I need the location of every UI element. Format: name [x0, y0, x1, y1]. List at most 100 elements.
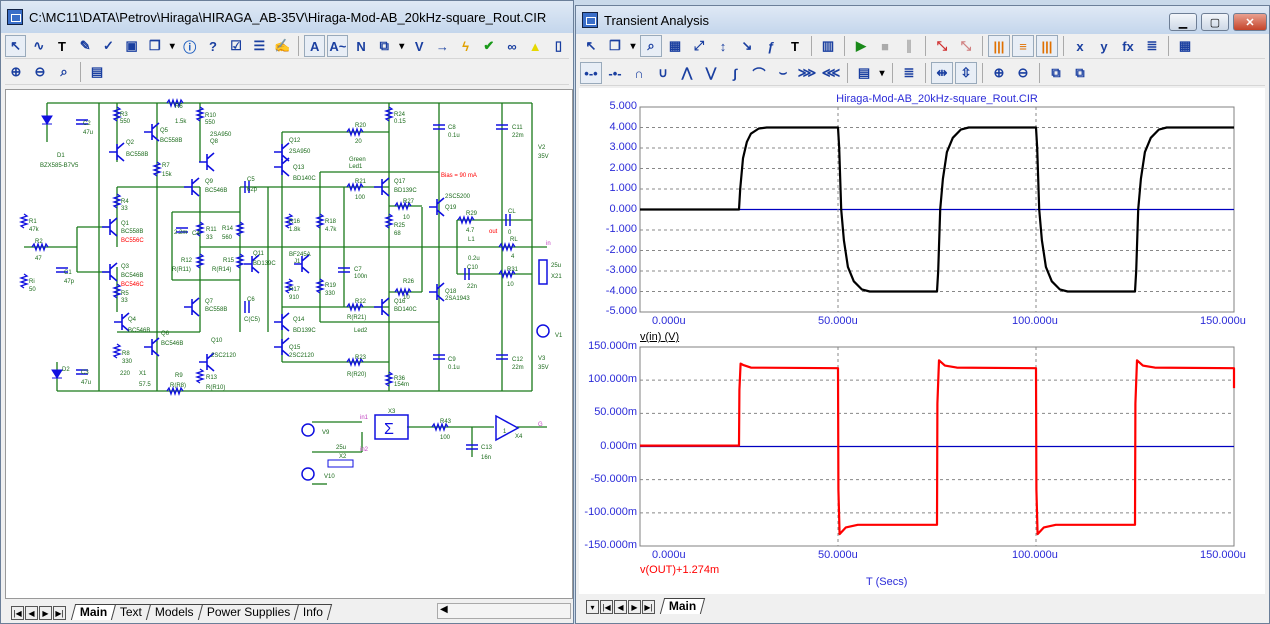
properties-icon[interactable]: ▥ [821, 38, 835, 53]
capacitor-symbol[interactable] [496, 124, 508, 130]
wire-icon[interactable]: ∿ [33, 38, 45, 53]
resistor-symbol[interactable] [234, 253, 246, 269]
zoom-out-icon[interactable]: ⊖ [34, 64, 46, 79]
resistor-symbol[interactable] [346, 356, 364, 368]
current-icon[interactable]: → [435, 38, 449, 54]
wire-draw-icon[interactable]: ✎ [79, 38, 91, 53]
v1-source-icon[interactable] [536, 324, 550, 338]
resistor-symbol[interactable] [166, 385, 184, 397]
tracker-icon[interactable]: ⤢ [693, 38, 705, 53]
warning-icon[interactable]: ▲ [528, 38, 542, 54]
stop-icon[interactable]: ■ [881, 38, 889, 54]
transistor-symbol[interactable] [274, 337, 290, 357]
table-icon[interactable]: ▦ [1178, 38, 1192, 53]
data-points-icon[interactable]: ▦ [668, 38, 682, 53]
paste-icon[interactable]: ⧉ [1075, 65, 1085, 80]
next-point-icon[interactable]: •-• [580, 62, 602, 84]
tab-main[interactable]: Main [70, 604, 117, 620]
resistor-symbol[interactable] [383, 371, 395, 387]
resistor-symbol[interactable] [498, 268, 516, 280]
resistor-symbol[interactable] [314, 213, 326, 229]
capacitor-symbol[interactable] [496, 354, 508, 360]
resistor-symbol[interactable] [194, 253, 206, 269]
next-page-icon[interactable]: ▶ [39, 606, 52, 620]
page-menu-icon[interactable]: ▾ [586, 600, 599, 614]
capacitor-symbol[interactable] [505, 214, 511, 226]
zoom-out-icon[interactable]: ⊖ [1017, 65, 1029, 80]
node-numbers-icon[interactable]: N [356, 38, 366, 54]
transistor-symbol[interactable] [294, 254, 310, 274]
tab-info[interactable]: Info [294, 604, 333, 620]
resistor-symbol[interactable] [431, 421, 449, 433]
bottom-plot-legend[interactable]: v(OUT)+1.274m [640, 564, 720, 576]
tab-power-supplies[interactable]: Power Supplies [197, 604, 300, 620]
capacitor-symbol[interactable] [433, 354, 445, 360]
component-icon[interactable]: ❐ [609, 38, 621, 53]
clipboard-icon[interactable]: ▤ [90, 64, 104, 79]
run-icon[interactable]: ▶ [856, 38, 866, 53]
zoom-in-icon[interactable]: ⊕ [993, 65, 1005, 80]
text-icon[interactable]: T [58, 38, 66, 54]
transistor-symbol[interactable] [184, 177, 200, 197]
help-icon[interactable]: ? [208, 38, 217, 54]
valley-icon[interactable]: ∪ [658, 65, 668, 80]
next-page-icon[interactable]: ▶ [628, 600, 641, 614]
same-x-icon[interactable]: ⇹ [931, 62, 953, 84]
transistor-symbol[interactable] [429, 197, 445, 217]
dropdown-arrow-icon[interactable]: ▾ [399, 40, 405, 52]
resistor-symbol[interactable] [18, 213, 30, 229]
transistor-symbol[interactable] [274, 142, 290, 162]
transistor-symbol[interactable] [199, 352, 215, 372]
capacitor-symbol[interactable] [76, 369, 88, 375]
prev-page-icon[interactable]: ◀ [614, 600, 627, 614]
resistor-symbol[interactable] [457, 214, 475, 226]
transistor-symbol[interactable] [184, 297, 200, 317]
transistor-symbol[interactable] [429, 282, 445, 302]
resistor-symbol[interactable] [283, 213, 295, 229]
resistor-symbol[interactable] [234, 221, 246, 237]
capacitor-symbol[interactable] [338, 267, 350, 273]
minimize-button[interactable]: ▁ [1169, 13, 1197, 31]
edit-icon[interactable]: ✍ [274, 38, 291, 53]
node-voltages-icon[interactable]: V [414, 38, 424, 54]
high-icon[interactable]: ⋀ [681, 65, 693, 80]
stepping-off-icon[interactable]: ⤡ [960, 38, 972, 53]
resistor-symbol[interactable] [194, 221, 206, 237]
resistor-symbol[interactable] [111, 106, 123, 122]
select-arrow-icon[interactable]: ↖ [5, 35, 27, 57]
fx-icon[interactable]: fx [1122, 38, 1134, 54]
cursor-icon[interactable]: ↕ [719, 38, 727, 54]
transistor-symbol[interactable] [102, 217, 118, 237]
transistor-symbol[interactable] [199, 152, 215, 172]
global-low-icon[interactable]: ⌣ [778, 65, 788, 80]
power-icon[interactable]: ϟ [462, 38, 470, 54]
same-y-icon[interactable]: ⇳ [955, 62, 977, 84]
transistor-symbol[interactable] [274, 157, 290, 177]
plot-area[interactable] [579, 88, 1265, 594]
horizontal-scrollbar[interactable]: ◀ [437, 603, 571, 619]
formula-icon[interactable]: ƒ [767, 38, 775, 54]
transistor-symbol[interactable] [114, 312, 130, 332]
x-axis-icon[interactable]: x [1076, 38, 1084, 54]
plot-grid-icon[interactable]: ||| [1036, 35, 1058, 57]
stepping-icon[interactable]: ⤡ [936, 38, 948, 53]
zoom-100-icon[interactable]: ⌕ [60, 64, 68, 79]
v10-source-icon[interactable] [301, 467, 315, 481]
dropdown-arrow-icon[interactable]: ▾ [630, 40, 636, 52]
peak-icon[interactable]: ∩ [634, 65, 644, 81]
capacitor-symbol[interactable] [76, 119, 88, 125]
condition-icon[interactable]: ✔ [483, 38, 495, 53]
resistor-symbol[interactable] [346, 126, 364, 138]
resistor-symbol[interactable] [111, 343, 123, 359]
top-plot-legend[interactable]: v(in) (V) [640, 331, 680, 343]
tab-main[interactable]: Main [659, 598, 706, 614]
first-page-icon[interactable]: |◀ [11, 606, 24, 620]
text-icon[interactable]: T [791, 38, 799, 54]
global-high-icon[interactable]: ⌒ [752, 66, 766, 82]
inflection-icon[interactable]: ∫ [733, 65, 737, 81]
info-icon[interactable]: ⓘ [183, 39, 197, 55]
buffer-amplifier[interactable] [495, 414, 520, 442]
diagonal-wire-icon[interactable]: ✓ [102, 38, 114, 53]
v9-source-icon[interactable] [301, 423, 315, 437]
zener-diode-d2[interactable] [51, 369, 63, 379]
